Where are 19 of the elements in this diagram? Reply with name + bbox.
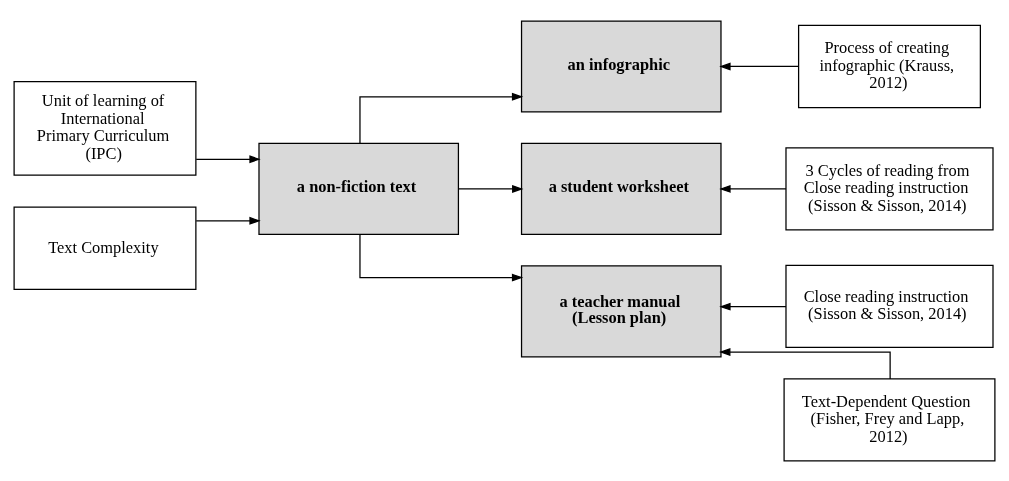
arrow (195, 154, 261, 163)
arrow (719, 302, 787, 311)
arrow (195, 216, 261, 225)
node-box: Unit of learning of International Primary Curriculum (IPC) (13, 80, 197, 176)
node-box: Process of creating infographic (Krauss, 2012) (798, 24, 981, 108)
node-box: Close reading instruction (Sisson & Sisson, 2014) (785, 264, 994, 348)
arrow (719, 347, 891, 379)
node-box: 3 Cycles of reading from Close reading instruction (Sisson & Sisson, 2014) (785, 146, 994, 231)
node-box: an infographic (520, 19, 722, 113)
node-box: a teacher manual (Lesson plan) (520, 264, 722, 357)
arrow (719, 62, 799, 70)
node-box: a non-fiction text (258, 142, 460, 235)
arrow (359, 92, 524, 144)
arrow (719, 184, 787, 193)
arrow (458, 184, 524, 193)
node-box: a student worksheet (520, 142, 722, 235)
arrow (359, 233, 524, 282)
node-box: Text-Dependent Question (Fisher, Frey and Lapp, 2012) (783, 377, 996, 462)
node-box: Text Complexity (13, 206, 197, 290)
